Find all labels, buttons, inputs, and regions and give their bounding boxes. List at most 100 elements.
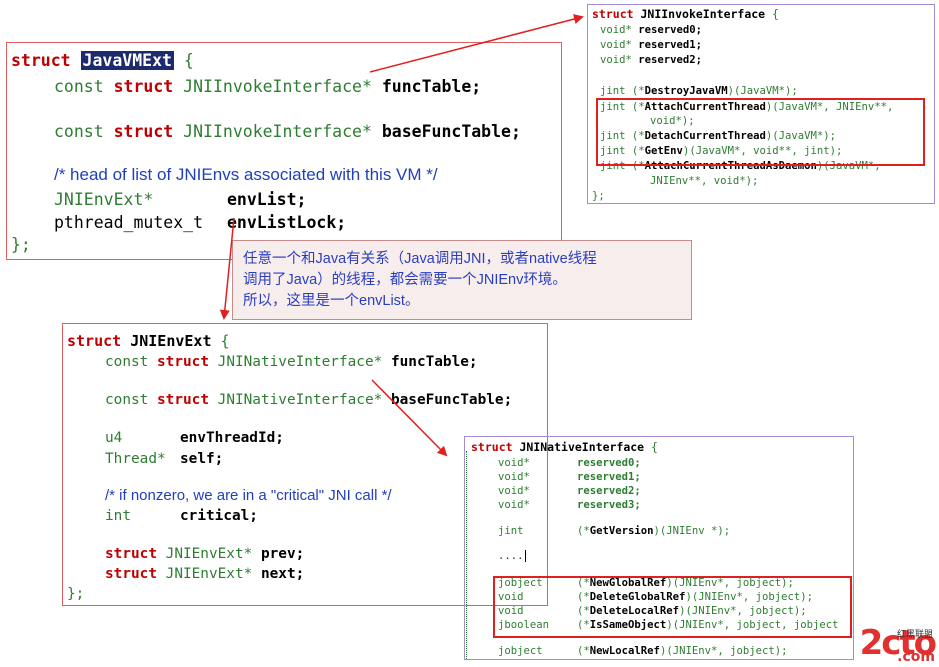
invoke-attachcurrentthread: jint (*AttachCurrentThread)(JavaVM*, JNI… [600,101,893,113]
native-highlight-rect [493,576,852,638]
field-name: envListLock; [227,213,347,232]
invoke-highlight-rect [596,98,925,166]
open-brace: { [651,440,658,454]
gutter-dots [466,451,471,659]
jnienvext-basefunctable-line: const struct JNINativeInterface* baseFun… [105,392,512,408]
const-keyword: const [54,77,104,96]
struct-keyword: struct [157,354,209,370]
note-line-1: 任意一个和Java有关系（Java调用JNI，或者native线程 [243,251,597,267]
native-r1-name: reserved1; [577,471,641,483]
fn-params: )(JavaVM*, [816,160,881,172]
fn-params: )(JavaVM*, void**, jint); [682,145,843,157]
fn-params: )(JavaVM*); [727,85,798,97]
native-m4-type: jboolean [498,619,550,631]
javavmext-name: JavaVMExt [80,51,174,70]
open-brace: { [183,51,194,70]
native-r0-name: reserved0; [577,457,641,469]
field-type: void* [600,54,632,66]
field-name: baseFuncTable; [390,392,513,408]
struct-keyword: struct [471,440,513,454]
native-r1-type: void* [498,471,530,483]
fn-name: DeleteGlobalRef [589,591,686,603]
javavmext-header: struct JavaVMExt { [11,51,194,70]
invoke-daemon-cont: JNIEnv**, void*); [650,175,759,187]
field-name: next; [260,566,305,582]
field-name: reserved1; [638,39,703,51]
watermark-logo: 2cto 红黑联盟 .com [860,623,937,665]
note-line-3: 所以，这里是一个envList。 [243,293,420,309]
javavmext-envlist-field: envList; [227,190,306,209]
open-brace: { [772,7,779,21]
jnienvext-struct-box: struct JNIEnvExt { const struct JNINativ… [62,323,548,606]
fn-prefix: jint (* [600,130,645,142]
fn-prefix: (* [577,645,590,657]
field-type: void* [600,24,632,36]
native-ellipsis: .... [498,550,526,562]
fn-name: GetVersion [589,525,654,537]
native-m3-type: void [498,605,524,617]
fn-params: )(JNIEnv*, jobject); [679,605,807,617]
invoke-attach-cont: void*); [650,115,695,127]
fn-name: GetEnv [644,145,683,157]
javavmext-close: }; [11,235,31,254]
fn-name: NewGlobalRef [589,577,667,589]
native-m2-type: void [498,591,524,603]
struct-keyword: struct [113,77,174,96]
struct-keyword: struct [105,546,157,562]
jnienvext-name: JNIEnvExt [130,332,212,350]
invoke-reserved2: void* reserved2; [600,54,702,66]
invoke-attachdaemon: jint (*AttachCurrentThreadAsDaemon)(Java… [600,160,881,172]
const-keyword: const [54,122,104,141]
field-type: JNIEnvExt* [54,190,154,209]
javavmext-functable-line: const struct JNIInvokeInterface* funcTab… [54,77,481,96]
invoke-reserved1: void* reserved1; [600,39,702,51]
fn-name: AttachCurrentThreadAsDaemon [644,160,817,172]
native-newglobalref: (*NewGlobalRef)(JNIEnv*, jobject); [577,577,794,589]
jnienvext-self: self; [180,451,224,467]
native-r0-type: void* [498,457,530,469]
native-getversion: (*GetVersion)(JNIEnv *); [577,525,730,537]
fn-prefix: jint (* [600,85,645,97]
fn-prefix: (* [577,525,590,537]
struct-keyword: struct [11,51,71,70]
jnienvext-envthreadid: envThreadId; [180,430,284,446]
jnienvext-thread-type: Thread* [105,451,166,467]
fn-name: IsSameObject [589,619,667,631]
native-deletelocalref: (*DeleteLocalRef)(JNIEnv*, jobject); [577,605,807,617]
jnienvext-critical: critical; [180,508,258,524]
jnienvext-prev-line: struct JNIEnvExt* prev; [105,546,304,562]
javavmext-envlist-line: JNIEnvExt* [54,190,153,209]
fn-name: AttachCurrentThread [644,101,766,113]
arrow-to-native-interface [371,379,448,457]
fn-name: DeleteLocalRef [589,605,680,617]
fn-prefix: jint (* [600,160,645,172]
ellipsis-text: .... [498,550,524,562]
fn-params: )(JNIEnv*, jobject); [659,645,788,657]
javavmext-comment: /* head of list of JNIEnvs associated wi… [54,165,438,184]
field-type: void* [600,39,632,51]
jnienvext-comment: /* if nonzero, we are in a "critical" JN… [105,487,392,504]
open-brace: { [220,332,230,350]
field-type: JNIInvokeInterface* [183,77,372,96]
invoke-close: }; [592,190,605,202]
native-gv-type: jint [498,525,524,537]
native-m1-type: jobject [498,577,543,589]
field-name: envList; [227,190,307,209]
jnienvext-header: struct JNIEnvExt { [67,332,230,350]
native-m5-type: jobject [498,645,543,657]
field-name: prev; [260,546,305,562]
field-type: JNIEnvExt* [165,546,253,562]
fn-params: )(JavaVM*, JNIEnv**, [765,101,894,113]
fn-params: )(JNIEnv*, jobject, jobject [666,619,839,631]
fn-prefix: jint (* [600,101,645,113]
struct-keyword: struct [157,392,209,408]
fn-name: DestroyJavaVM [644,85,728,97]
field-type: JNIEnvExt* [165,566,253,582]
javavmext-envlistlock-line: pthread_mutex_t [54,213,203,232]
field-name: funcTable; [381,77,482,96]
jnienvext-functable-line: const struct JNINativeInterface* funcTab… [105,354,478,370]
field-type: JNINativeInterface* [217,354,383,370]
native-r3-type: void* [498,499,530,511]
javavmext-envlistlock-field: envListLock; [227,213,346,232]
field-name: baseFuncTable; [381,122,521,141]
